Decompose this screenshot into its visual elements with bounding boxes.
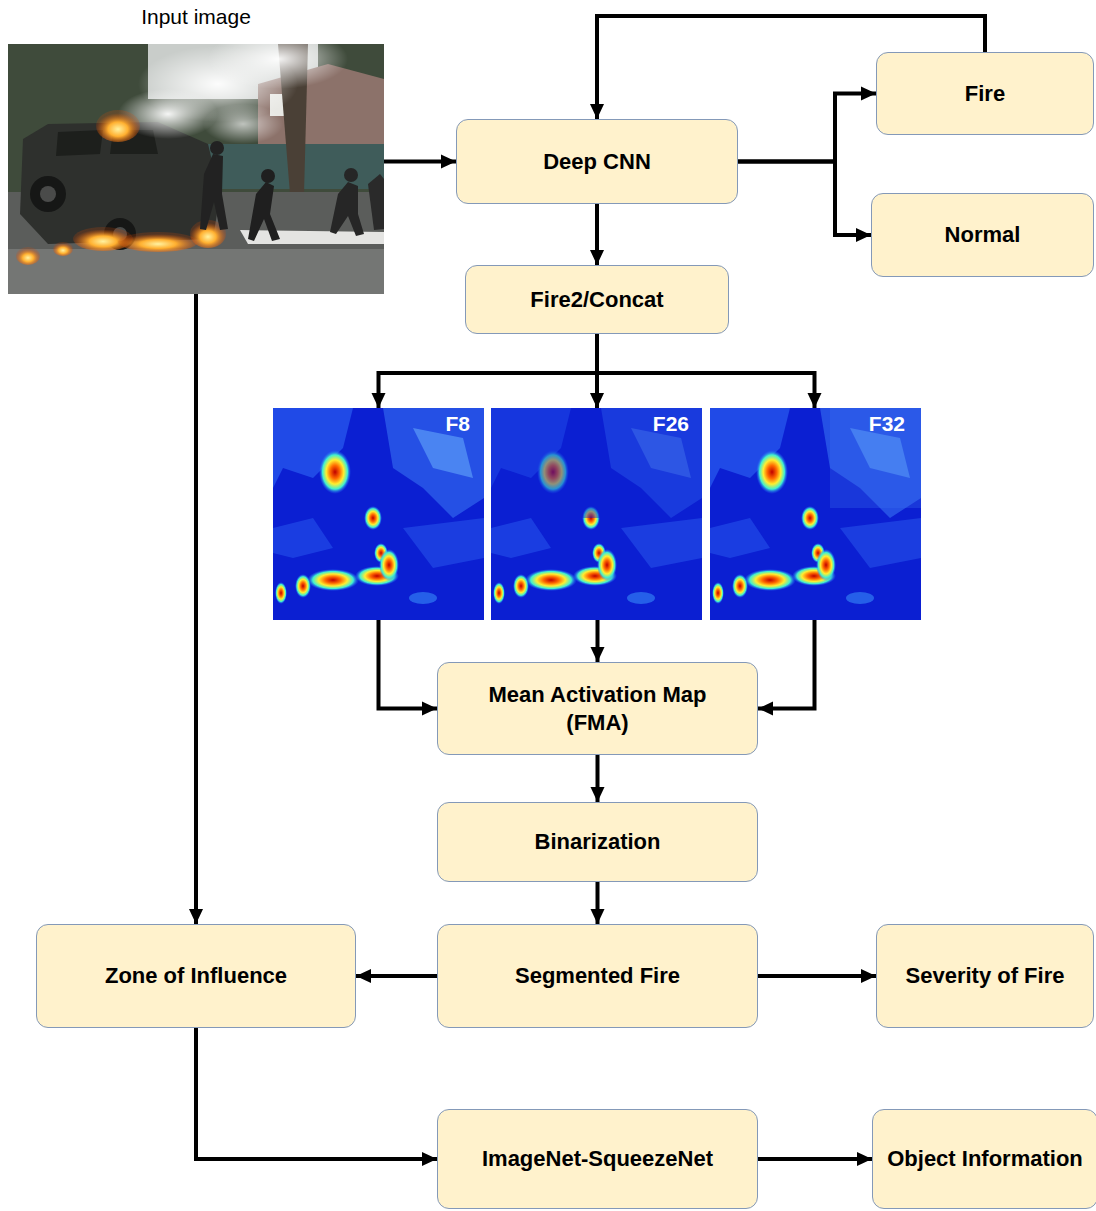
heatmap-copy	[273, 408, 484, 620]
circle-shape	[344, 168, 358, 182]
ellipse-shape	[96, 110, 140, 142]
flow-arrow	[379, 334, 598, 408]
node-label: Fire	[965, 80, 1005, 108]
map-label: F8	[445, 412, 470, 436]
image-caption: Input image	[8, 5, 384, 29]
rect-shape	[8, 44, 384, 294]
path-shape	[248, 182, 280, 241]
node-label: Deep CNN	[543, 148, 651, 176]
flow-arrow	[596, 620, 600, 662]
process-box: Object Information	[872, 1109, 1096, 1209]
circle-shape	[261, 169, 275, 183]
flow-arrow	[738, 162, 871, 236]
process-box: Segmented Fire	[437, 924, 758, 1028]
flow-arrow	[196, 1028, 437, 1159]
flow-arrow	[356, 974, 437, 978]
feature-map: F32	[710, 408, 919, 620]
heatmap-shade	[491, 408, 702, 518]
path-shape	[200, 154, 228, 230]
node-label: Fire2/Concat	[530, 286, 663, 314]
heatmap-shade	[830, 408, 921, 508]
circle-shape	[40, 186, 56, 202]
process-box: Fire2/Concat	[465, 265, 729, 334]
path-shape	[56, 130, 103, 156]
ellipse-shape	[203, 104, 283, 144]
process-box: Deep CNN	[456, 119, 738, 204]
ellipse-shape	[208, 44, 348, 89]
heatmap-f32	[710, 408, 921, 620]
process-box: Severity of Fire	[876, 924, 1094, 1028]
process-box: Binarization	[437, 802, 758, 882]
map-label: F26	[653, 412, 689, 436]
input-photo	[8, 44, 384, 294]
flow-arrow	[738, 94, 876, 162]
map-label: F32	[869, 412, 905, 436]
feature-map: F8	[273, 408, 484, 620]
node-label: Normal	[945, 221, 1021, 249]
flow-arrow	[384, 160, 456, 164]
process-box: Normal	[871, 193, 1094, 277]
process-box: ImageNet-SqueezeNet	[437, 1109, 758, 1209]
heatmap-copy	[710, 408, 921, 620]
flow-arrow	[597, 334, 815, 408]
heatmap-f26	[491, 408, 702, 620]
flow-arrow	[758, 620, 815, 709]
node-label: Object Information	[887, 1145, 1083, 1173]
flow-arrow	[758, 974, 876, 978]
process-box: Fire	[876, 52, 1094, 135]
flow-arrow	[194, 294, 198, 924]
circle-shape	[30, 176, 66, 212]
node-label: Binarization	[535, 828, 661, 856]
ellipse-shape	[16, 247, 40, 265]
image-frame: Input image	[8, 44, 384, 294]
ellipse-shape	[118, 232, 198, 252]
flow-arrow	[379, 620, 438, 709]
flow-arrow	[596, 755, 600, 802]
process-box: Mean Activation Map (FMA)	[437, 662, 758, 755]
circle-shape	[210, 141, 224, 155]
node-label: Zone of Influence	[105, 962, 287, 990]
node-label: Severity of Fire	[906, 962, 1065, 990]
node-label: ImageNet-SqueezeNet	[482, 1145, 713, 1173]
path-shape	[368, 174, 384, 230]
ellipse-shape	[53, 242, 73, 256]
node-label: Segmented Fire	[515, 962, 680, 990]
flow-arrow	[758, 1157, 872, 1161]
flow-arrow	[596, 882, 600, 924]
process-box: Zone of Influence	[36, 924, 356, 1028]
path-shape	[330, 182, 364, 236]
node-label: Mean Activation Map (FMA)	[473, 681, 723, 736]
feature-map: F26	[491, 408, 703, 620]
heatmap-f8	[273, 408, 484, 620]
heatmap-copy	[491, 408, 702, 620]
flow-arrow	[595, 204, 599, 265]
